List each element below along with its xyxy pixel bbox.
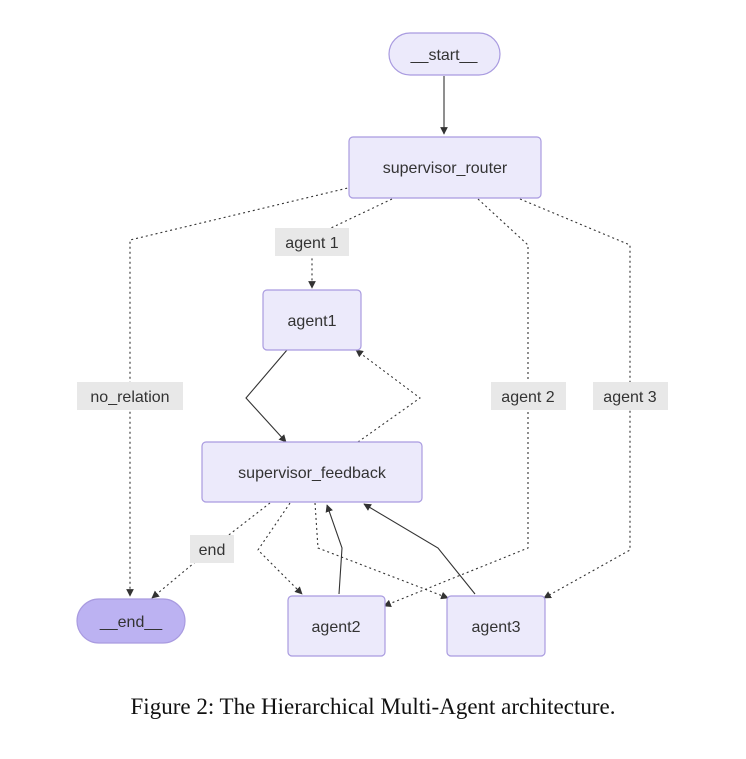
edge-feedback-to-agent1 bbox=[355, 349, 421, 443]
node-supervisor-feedback: supervisor_feedback bbox=[201, 441, 423, 503]
edge-feedback-to-agent2 bbox=[257, 502, 303, 595]
node-agent2: agent2 bbox=[287, 595, 386, 657]
node-end: __end__ bbox=[76, 598, 186, 644]
svg-text:agent 3: agent 3 bbox=[603, 389, 656, 406]
edge-agent1-to-feedback bbox=[245, 349, 288, 443]
svg-text:__end__: __end__ bbox=[99, 614, 163, 631]
architecture-diagram: agent 1 no_relation agent 2 agent 3 end … bbox=[76, 32, 668, 657]
svg-text:supervisor_feedback: supervisor_feedback bbox=[238, 465, 387, 482]
edge-label-agent-1: agent 1 bbox=[275, 228, 349, 256]
edge-label-agent-2: agent 2 bbox=[491, 382, 566, 410]
svg-text:agent2: agent2 bbox=[312, 619, 361, 636]
edge-agent2-to-feedback bbox=[325, 504, 343, 595]
svg-text:agent 2: agent 2 bbox=[501, 389, 554, 406]
edge-feedback-to-agent3 bbox=[314, 502, 449, 600]
edge-label-no-relation: no_relation bbox=[77, 382, 183, 410]
node-supervisor-router: supervisor_router bbox=[348, 136, 542, 199]
node-start: __start__ bbox=[388, 32, 501, 76]
svg-text:no_relation: no_relation bbox=[90, 389, 169, 406]
edge-agent3-to-feedback bbox=[363, 503, 476, 595]
edge-label-end: end bbox=[190, 535, 234, 563]
figure-caption: Figure 2: The Hierarchical Multi-Agent a… bbox=[130, 694, 616, 719]
edge-router-to-end bbox=[126, 186, 353, 597]
edge-label-agent-3: agent 3 bbox=[593, 382, 668, 410]
node-agent1: agent1 bbox=[262, 289, 362, 351]
svg-text:__start__: __start__ bbox=[410, 47, 479, 64]
svg-text:agent 1: agent 1 bbox=[285, 235, 338, 252]
svg-text:supervisor_router: supervisor_router bbox=[383, 160, 508, 177]
node-agent3: agent3 bbox=[446, 595, 546, 657]
svg-text:agent3: agent3 bbox=[472, 619, 521, 636]
svg-text:end: end bbox=[199, 542, 226, 559]
edge-feedback-to-end bbox=[151, 502, 271, 599]
svg-text:agent1: agent1 bbox=[288, 313, 337, 330]
